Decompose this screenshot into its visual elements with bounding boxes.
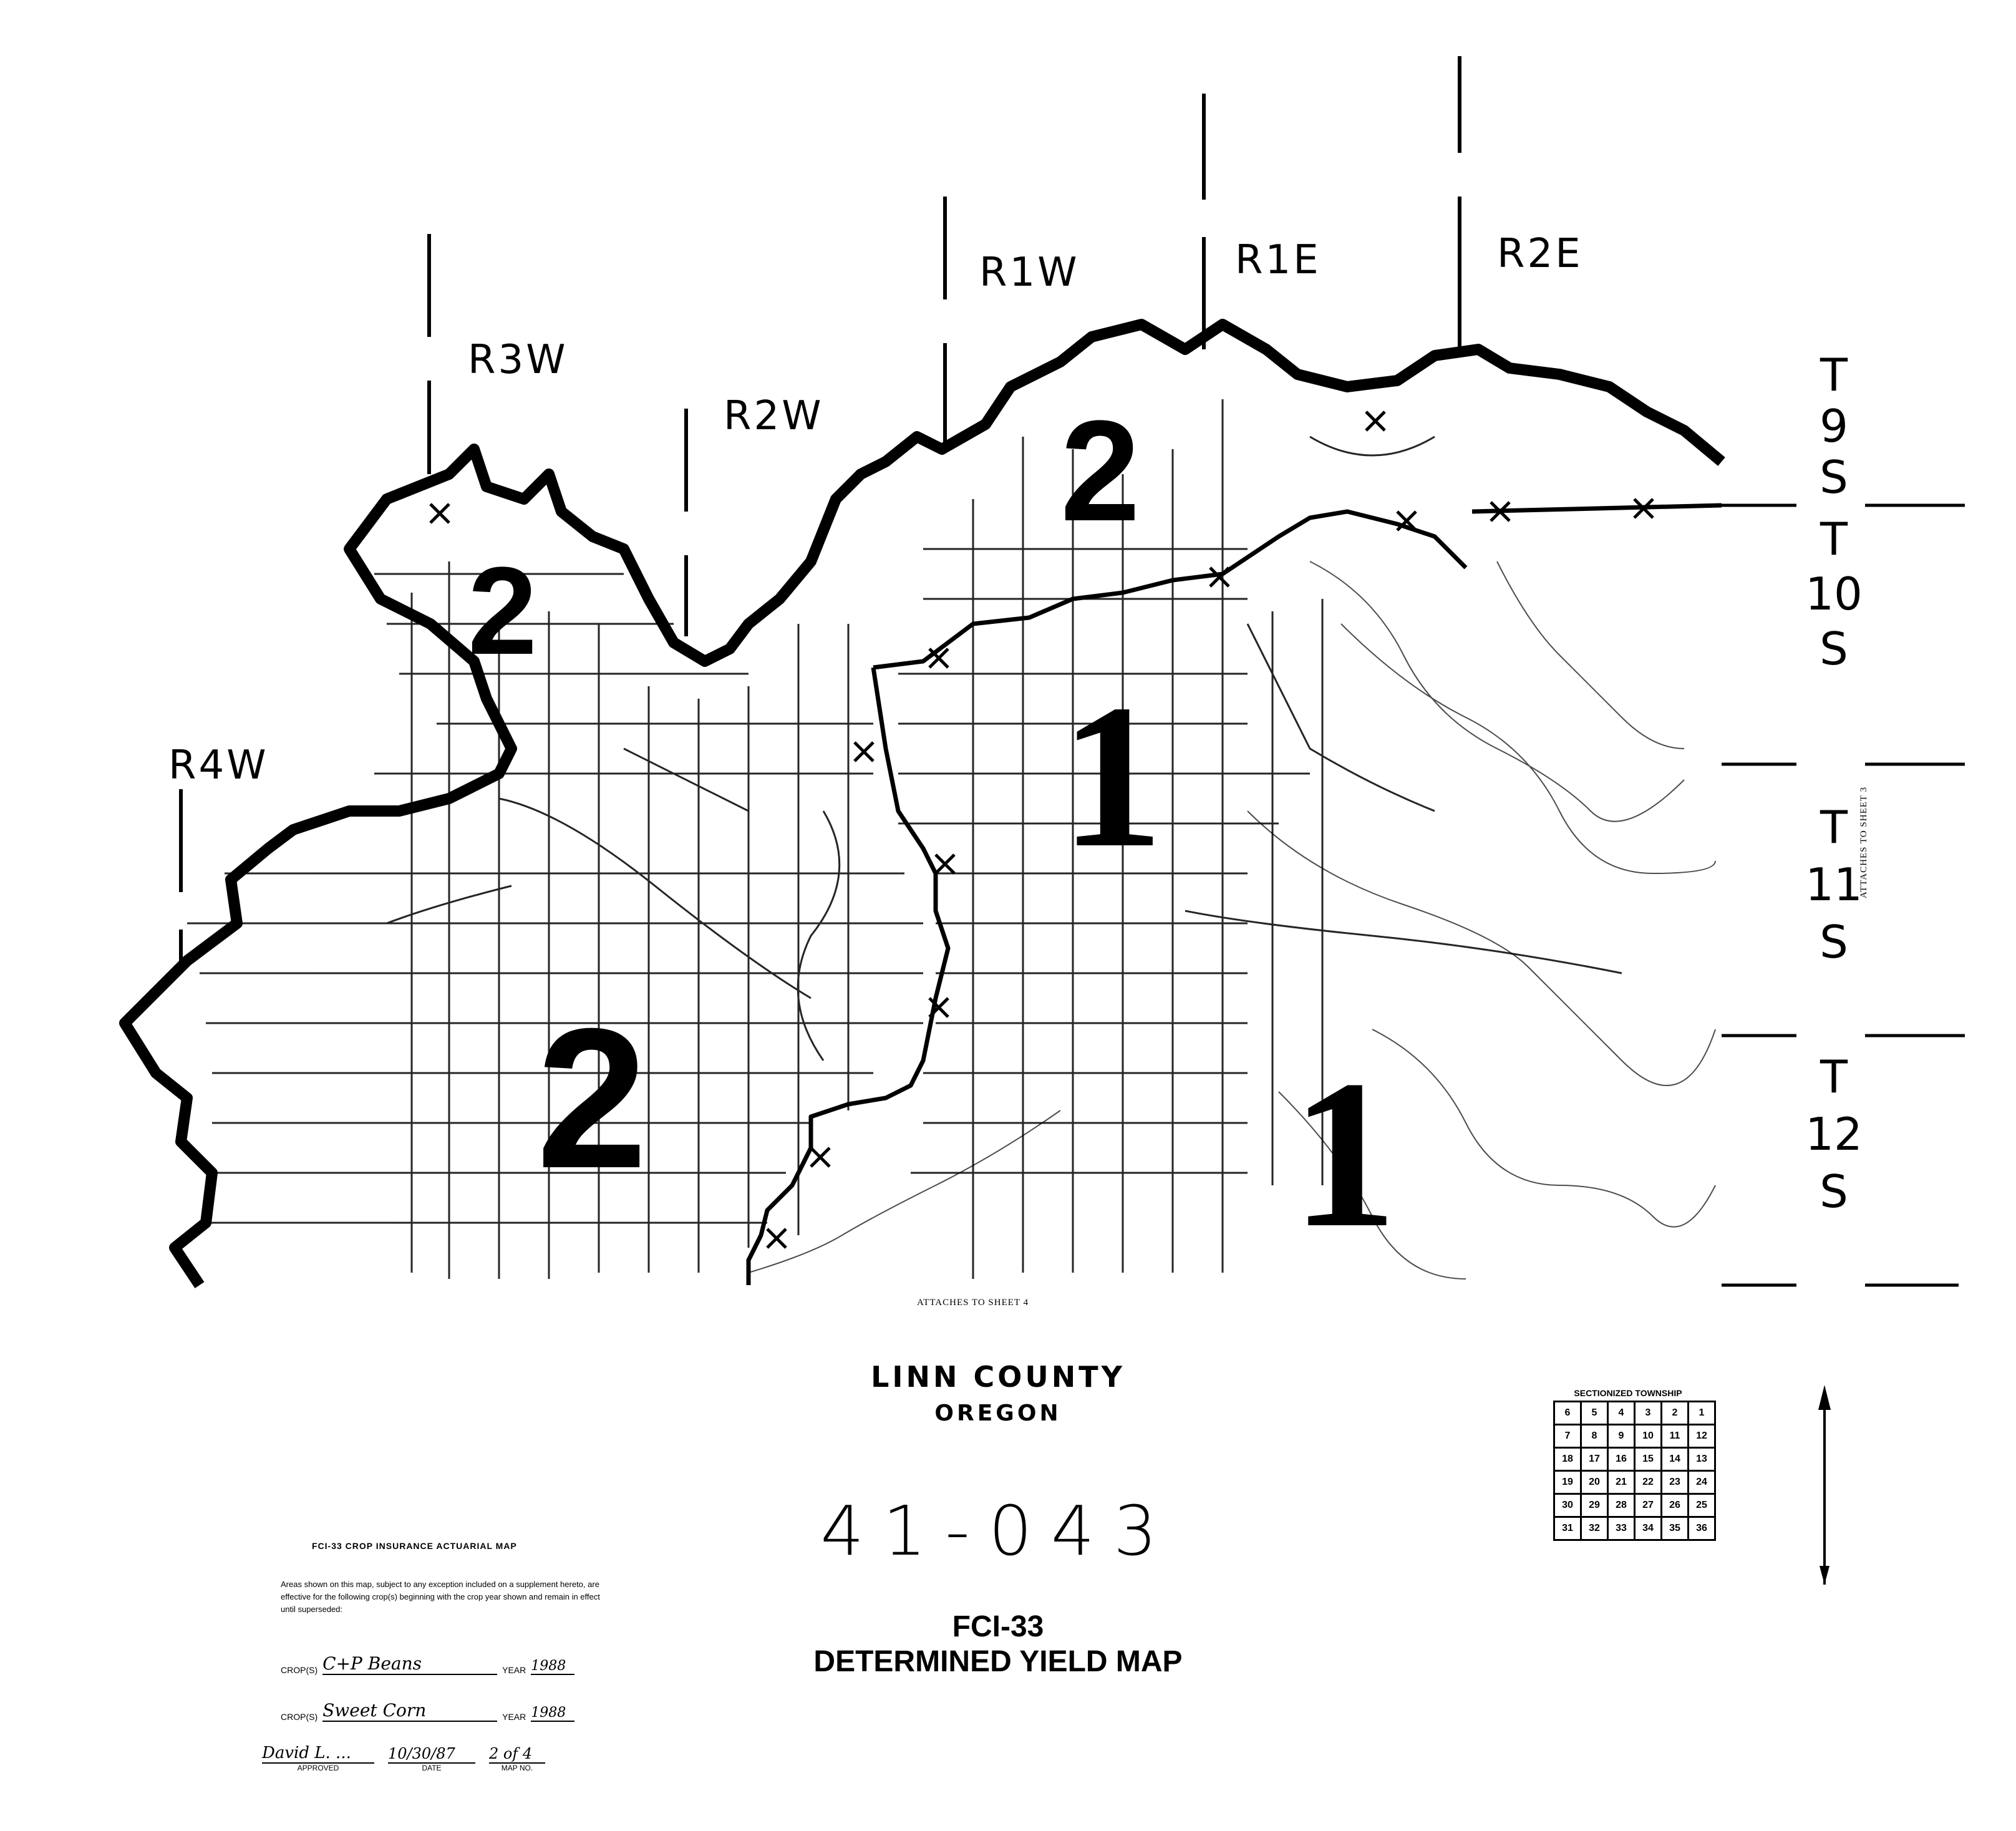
year-value-2: 1988: [531, 1705, 575, 1722]
zone-label-south-2: 2: [536, 986, 647, 1210]
zone-label-north-2: 2: [1060, 391, 1140, 551]
range-lines: [179, 56, 1461, 973]
zone-label-west-2: 2: [468, 542, 538, 681]
section-cell: 35: [1660, 1516, 1689, 1541]
section-cell: 34: [1634, 1516, 1662, 1541]
section-cell: 22: [1634, 1470, 1662, 1495]
year-label: YEAR: [502, 1712, 526, 1722]
county-title: LINN COUNTY: [871, 1360, 1125, 1394]
state-title: OREGON: [934, 1401, 1062, 1426]
section-cell: 32: [1580, 1516, 1609, 1541]
range-label-r1w: R1W: [979, 250, 1080, 296]
date-label: DATE: [422, 1764, 442, 1772]
section-cell: 19: [1553, 1470, 1582, 1495]
township-label-t10s: T 10 S: [1805, 513, 1863, 675]
map-number: 41-043: [820, 1491, 1176, 1571]
township-label-t12s: T 12 S: [1805, 1051, 1863, 1218]
zone-boundary: [746, 503, 1722, 1285]
year-value-1: 1988: [531, 1658, 575, 1675]
streams: [748, 561, 1716, 1280]
crop-value-1: C+P Beans: [322, 1653, 498, 1675]
section-cell: 15: [1634, 1447, 1662, 1472]
approval-row: David L. ... APPROVED 10/30/87 DATE 2 of…: [262, 1744, 611, 1772]
section-cell: 33: [1607, 1516, 1636, 1541]
section-cell: 28: [1607, 1493, 1636, 1518]
section-cell: 31: [1553, 1516, 1582, 1541]
township-label-t9s: T 9 S: [1820, 349, 1848, 503]
township-label-t11s: T 11 S: [1805, 801, 1863, 968]
year-label: YEAR: [502, 1665, 526, 1675]
north-arrow-icon: [1818, 1385, 1831, 1585]
road-grid: [187, 399, 1622, 1279]
section-cell: 23: [1660, 1470, 1689, 1495]
attaches-bottom-note: ATTACHES TO SHEET 4: [917, 1298, 1029, 1308]
county-boundary: [119, 319, 1725, 1288]
section-cell: 10: [1634, 1424, 1662, 1449]
section-cell: 3: [1634, 1401, 1662, 1425]
section-cell: 16: [1607, 1447, 1636, 1472]
section-cell: 18: [1553, 1447, 1582, 1472]
section-cell: 13: [1687, 1447, 1716, 1472]
section-cell: 5: [1580, 1401, 1609, 1425]
section-cell: 4: [1607, 1401, 1636, 1425]
section-cell: 36: [1687, 1516, 1716, 1541]
section-cell: 27: [1634, 1493, 1662, 1518]
range-label-r3w: R3W: [468, 337, 568, 383]
range-label-r1e: R1E: [1235, 237, 1321, 283]
section-cell: 6: [1553, 1401, 1582, 1425]
range-label-r4w: R4W: [168, 742, 269, 789]
section-cell: 14: [1660, 1447, 1689, 1472]
range-label-r2e: R2E: [1497, 231, 1583, 277]
section-cell: 21: [1607, 1470, 1636, 1495]
section-cell: 17: [1580, 1447, 1609, 1472]
section-cell: 29: [1580, 1493, 1609, 1518]
approved-signature: David L. ...: [262, 1744, 374, 1764]
section-cell: 1: [1687, 1401, 1716, 1425]
approved-date: 10/30/87: [388, 1745, 475, 1764]
crop-row-2: CROP(S) Sweet Corn YEAR 1988: [281, 1700, 605, 1722]
legend-text: Areas shown on this map, subject to any …: [281, 1580, 600, 1614]
section-crosses: [429, 410, 1654, 1249]
crop-row-1: CROP(S) C+P Beans YEAR 1988: [281, 1653, 605, 1675]
section-cell: 8: [1580, 1424, 1609, 1449]
attaches-right-note: ATTACHES TO SHEET 3: [1859, 786, 1869, 898]
section-cell: 7: [1553, 1424, 1582, 1449]
fci-code: FCI-33: [952, 1610, 1044, 1643]
township-lines: [1722, 503, 1965, 1287]
crop-value-2: Sweet Corn: [322, 1700, 498, 1722]
range-label-r2w: R2W: [724, 393, 824, 439]
section-cell: 30: [1553, 1493, 1582, 1518]
crop-label: CROP(S): [281, 1665, 318, 1675]
section-cell: 26: [1660, 1493, 1689, 1518]
zone-label-east-1: 1: [1291, 1036, 1397, 1271]
sectionized-township-title: SECTIONIZED TOWNSHIP: [1574, 1388, 1682, 1398]
section-cell: 25: [1687, 1493, 1716, 1518]
section-cell: 9: [1607, 1424, 1636, 1449]
map-sheet-number: 2 of 4: [489, 1745, 545, 1764]
map-type-title: DETERMINED YIELD MAP: [813, 1645, 1183, 1678]
section-cell: 24: [1687, 1470, 1716, 1495]
map-no-label: MAP NO.: [501, 1764, 533, 1772]
section-cell: 20: [1580, 1470, 1609, 1495]
approved-label: APPROVED: [297, 1764, 339, 1772]
crop-label: CROP(S): [281, 1712, 318, 1722]
section-cell: 2: [1660, 1401, 1689, 1425]
zone-label-central-1: 1: [1060, 663, 1163, 890]
legend-title: FCI-33 CROP INSURANCE ACTUARIAL MAP: [312, 1541, 517, 1551]
section-cell: 11: [1660, 1424, 1689, 1449]
section-cell: 12: [1687, 1424, 1716, 1449]
